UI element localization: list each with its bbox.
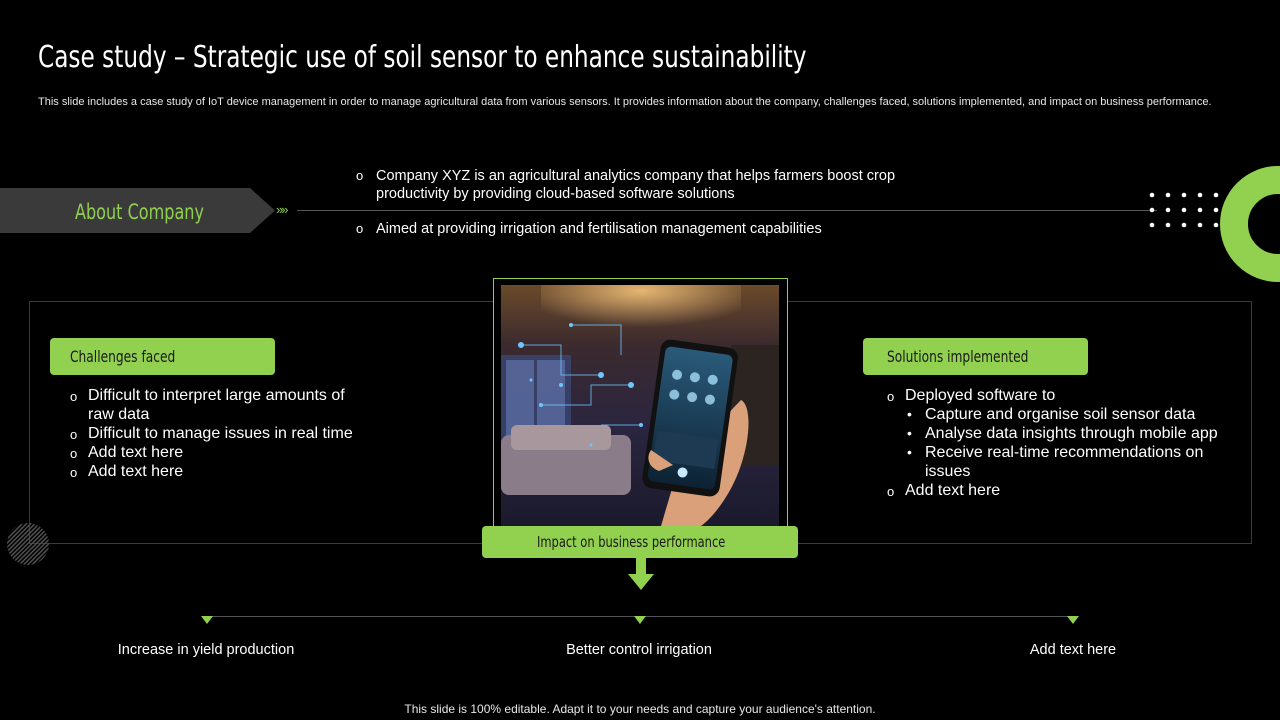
solutions-implemented-label: Solutions implemented [863,338,1088,375]
about-company-label: About Company [75,200,204,224]
solution-sub-item: Capture and organise soil sensor data [905,405,1247,424]
page-subtitle: This slide includes a case study of IoT … [38,96,1212,108]
challenges-faced-label: Challenges faced [50,338,275,375]
smartphone-smart-home-image [501,285,779,526]
about-company-list: Company XYZ is an agricultural analytics… [356,167,916,255]
about-divider [297,210,1157,211]
timeline-marker-icon [1067,616,1079,624]
chevrons-right-icon: »» [276,202,289,217]
solution-sub-item: Analyse data insights through mobile app [905,424,1247,443]
solution-sub-item: Receive real-time recommendations on iss… [905,443,1247,481]
challenge-item: Difficult to interpret large amounts of … [70,386,370,424]
about-company-item: Aimed at providing irrigation and fertil… [356,220,916,238]
timeline-marker-icon [634,616,646,624]
challenges-list: Difficult to interpret large amounts of … [70,386,370,482]
impact-on-business-performance-label: Impact on business performance [482,526,798,558]
impact-item: Increase in yield production [117,642,295,658]
impact-item: Add text here [1029,642,1117,658]
solution-item: Deployed software to Capture and organis… [887,386,1247,481]
footer-note: This slide is 100% editable. Adapt it to… [404,702,876,716]
timeline-marker-icon [201,616,213,624]
impact-item: Better control irrigation [566,642,712,658]
challenge-item: Add text here [70,443,370,463]
solutions-list: Deployed software to Capture and organis… [887,386,1247,501]
striped-circle-decoration [7,523,49,565]
solution-item: Add text here [887,481,1247,501]
challenge-item: Add text here [70,462,370,482]
down-arrow-icon [628,558,654,590]
solution-sub-list: Capture and organise soil sensor data An… [905,405,1247,481]
ring-decoration [1220,166,1280,282]
page-title: Case study – Strategic use of soil senso… [38,40,807,75]
about-company-arrow-shape [0,188,275,233]
about-company-item: Company XYZ is an agricultural analytics… [356,167,916,203]
challenge-item: Difficult to manage issues in real time [70,424,370,444]
